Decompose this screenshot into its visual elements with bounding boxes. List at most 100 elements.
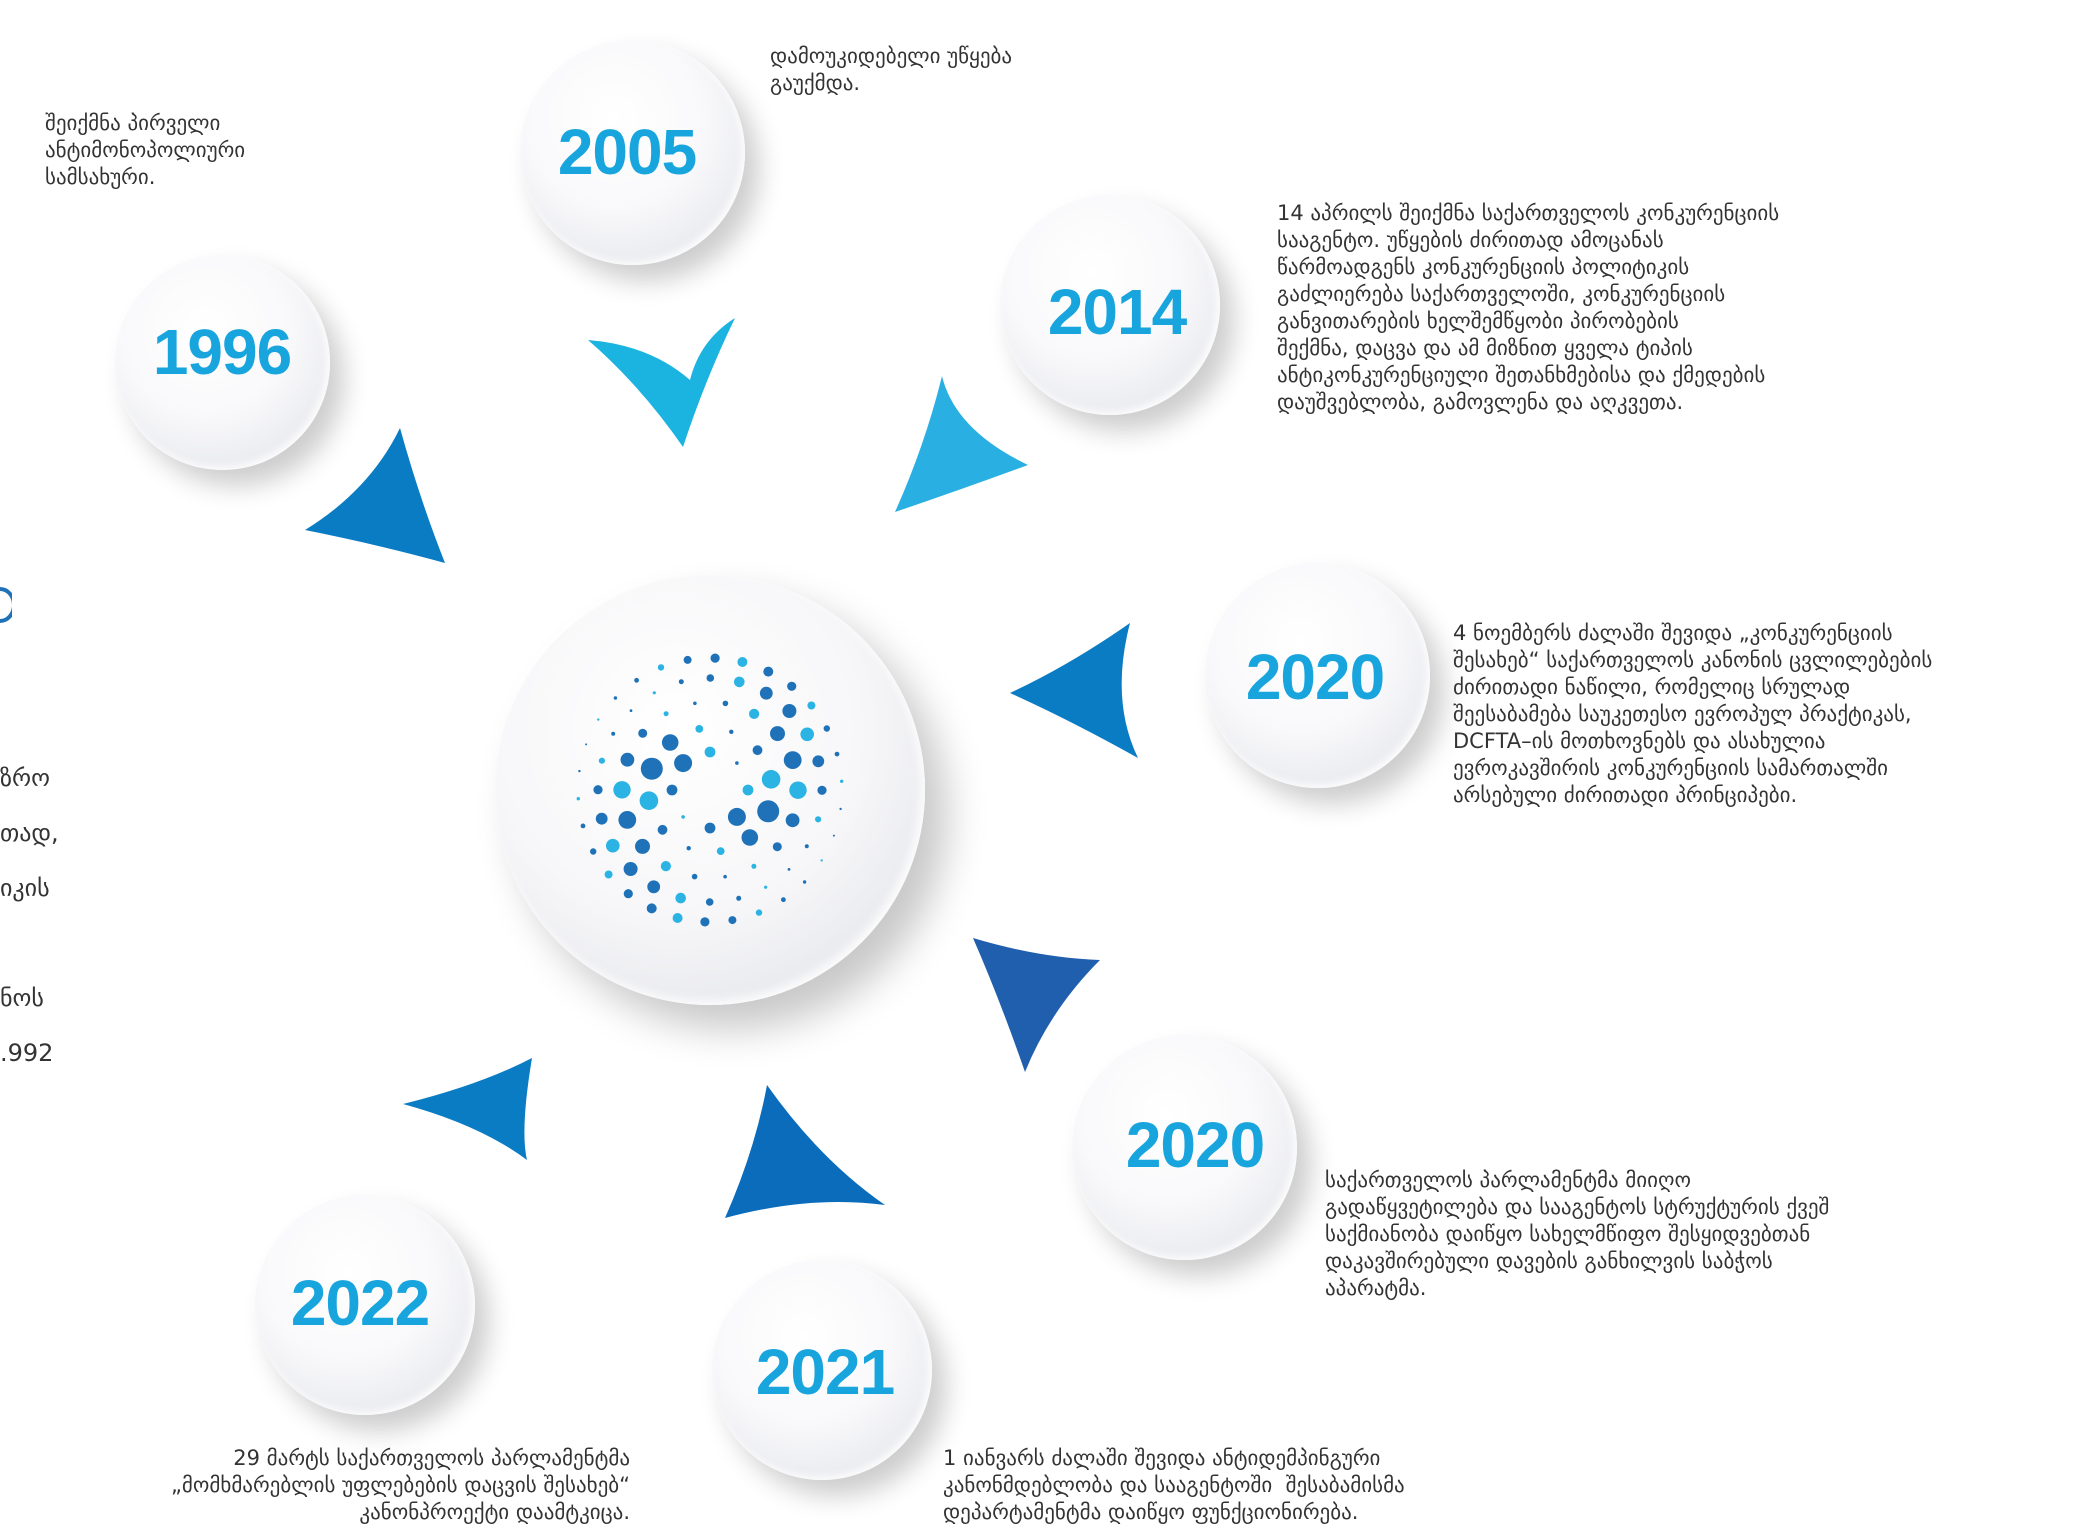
logo-dot (620, 752, 635, 767)
desc-2021: 1 იანვარს ძალაში შევიდა ანტიდემპინგური კ… (943, 1446, 1405, 1524)
logo-dot (618, 811, 637, 829)
left-partial-text-5: .992 (0, 1039, 54, 1067)
logo-dot (710, 653, 720, 663)
logo-dot (751, 863, 757, 869)
logo-dot (598, 757, 605, 764)
logo-dot (590, 848, 597, 855)
year-2022: 2022 (290, 1267, 430, 1339)
logo-dot (613, 696, 618, 700)
logo-dot (785, 813, 800, 828)
logo-dot (755, 909, 763, 916)
logo-dot (681, 815, 685, 819)
logo-dot (812, 755, 825, 768)
logo-dot (647, 880, 661, 894)
logo-dot (723, 874, 727, 879)
circle-1996 (115, 255, 330, 470)
logo-dot (640, 757, 663, 780)
logo-dot (613, 781, 631, 799)
logo-dot (728, 916, 737, 925)
logo-dot (804, 844, 809, 849)
logo-dot (839, 807, 842, 811)
logo-dot (623, 889, 633, 899)
year-2020-right: 2020 (1245, 641, 1385, 713)
year-2014: 2014 (1047, 276, 1187, 348)
logo-dot (678, 679, 684, 685)
arrow-2020-lower (973, 938, 1100, 1072)
circle-2020-lower (1072, 1035, 1297, 1260)
logo-dot (787, 681, 797, 691)
logo-dot (663, 711, 669, 717)
logo-dot (727, 807, 746, 826)
logo-dot (686, 846, 691, 851)
logo-dot (683, 655, 692, 664)
circle-2014 (1000, 195, 1220, 415)
logo-dot (704, 822, 716, 834)
logo-dot (657, 664, 665, 671)
logo-dot (729, 729, 734, 734)
logo-dot (737, 657, 748, 667)
logo-dot (759, 686, 773, 700)
desc-2020-lower: საქართველოს პარლამენტმა მიიღო გადაწყვეტი… (1325, 1168, 1830, 1300)
logo-dot (635, 838, 650, 854)
logo-dot (823, 725, 830, 732)
logo-dot (820, 859, 823, 862)
circle-2005 (520, 40, 745, 265)
circle-2020-right (1205, 563, 1430, 788)
logo-dot (834, 751, 840, 757)
logo-dot (741, 829, 759, 846)
logo-dot (634, 677, 639, 683)
desc-2005: დამოუკიდებელი უწყება გაუქმდა. (770, 44, 1013, 95)
logo-dot (693, 701, 697, 706)
logo-dot (807, 701, 816, 710)
logo-dot (840, 779, 844, 783)
logo-dot (735, 761, 739, 765)
center-hub (495, 575, 925, 1005)
circle-2022 (255, 1195, 475, 1415)
logo-dot (611, 731, 616, 736)
logo-dot (752, 745, 763, 756)
logo-dot (652, 691, 656, 695)
logo-dot (700, 917, 710, 927)
logo-dot (742, 784, 754, 796)
logo-dot (749, 708, 760, 719)
logo-dot (629, 709, 633, 712)
arrow-2005 (588, 318, 735, 447)
left-partial-text-2: თად, (0, 819, 59, 847)
year-2020-lower: 2020 (1125, 1109, 1265, 1181)
logo-dot (585, 743, 588, 746)
logo-dot (675, 892, 686, 904)
logo-dot (705, 898, 714, 906)
arrow-2022 (403, 1058, 532, 1160)
logo-dot (736, 895, 742, 901)
logo-dot (802, 880, 807, 884)
desc-2022: 29 მარტს საქართველოს პარლამენტმა „მომხმა… (171, 1446, 630, 1524)
year-2021: 2021 (755, 1336, 895, 1408)
logo-dot (764, 885, 768, 889)
logo-dot (695, 725, 704, 733)
logo-dot (593, 785, 603, 795)
desc-2020-right: 4 ნოემბერს ძალაში შევიდა „კონკურენციის შ… (1453, 621, 1933, 807)
logo-dot (706, 674, 715, 682)
logo-dot (770, 726, 785, 742)
logo-dot (661, 734, 679, 751)
circle-2021 (712, 1260, 932, 1480)
logo-dot (734, 676, 745, 688)
desc-2014: 14 აპრილს შეიქმნა საქართველოს კონკურენცი… (1277, 201, 1780, 414)
logo-dot (623, 862, 638, 876)
logo-dot (782, 704, 797, 718)
logo-dot (666, 784, 678, 796)
logo-dot (672, 913, 683, 923)
logo-dot (817, 785, 827, 795)
left-partial-text-1: ზრო (0, 764, 50, 792)
year-2005: 2005 (557, 116, 697, 188)
logo-dot (789, 781, 807, 799)
logo-dot (580, 823, 586, 829)
dot-ring-logo-icon (576, 653, 844, 927)
logo-dot (638, 728, 648, 738)
arrow-2020-right (1010, 623, 1138, 758)
logo-dot (639, 791, 659, 810)
logo-dot (595, 812, 608, 825)
arrow-1996 (305, 428, 445, 563)
